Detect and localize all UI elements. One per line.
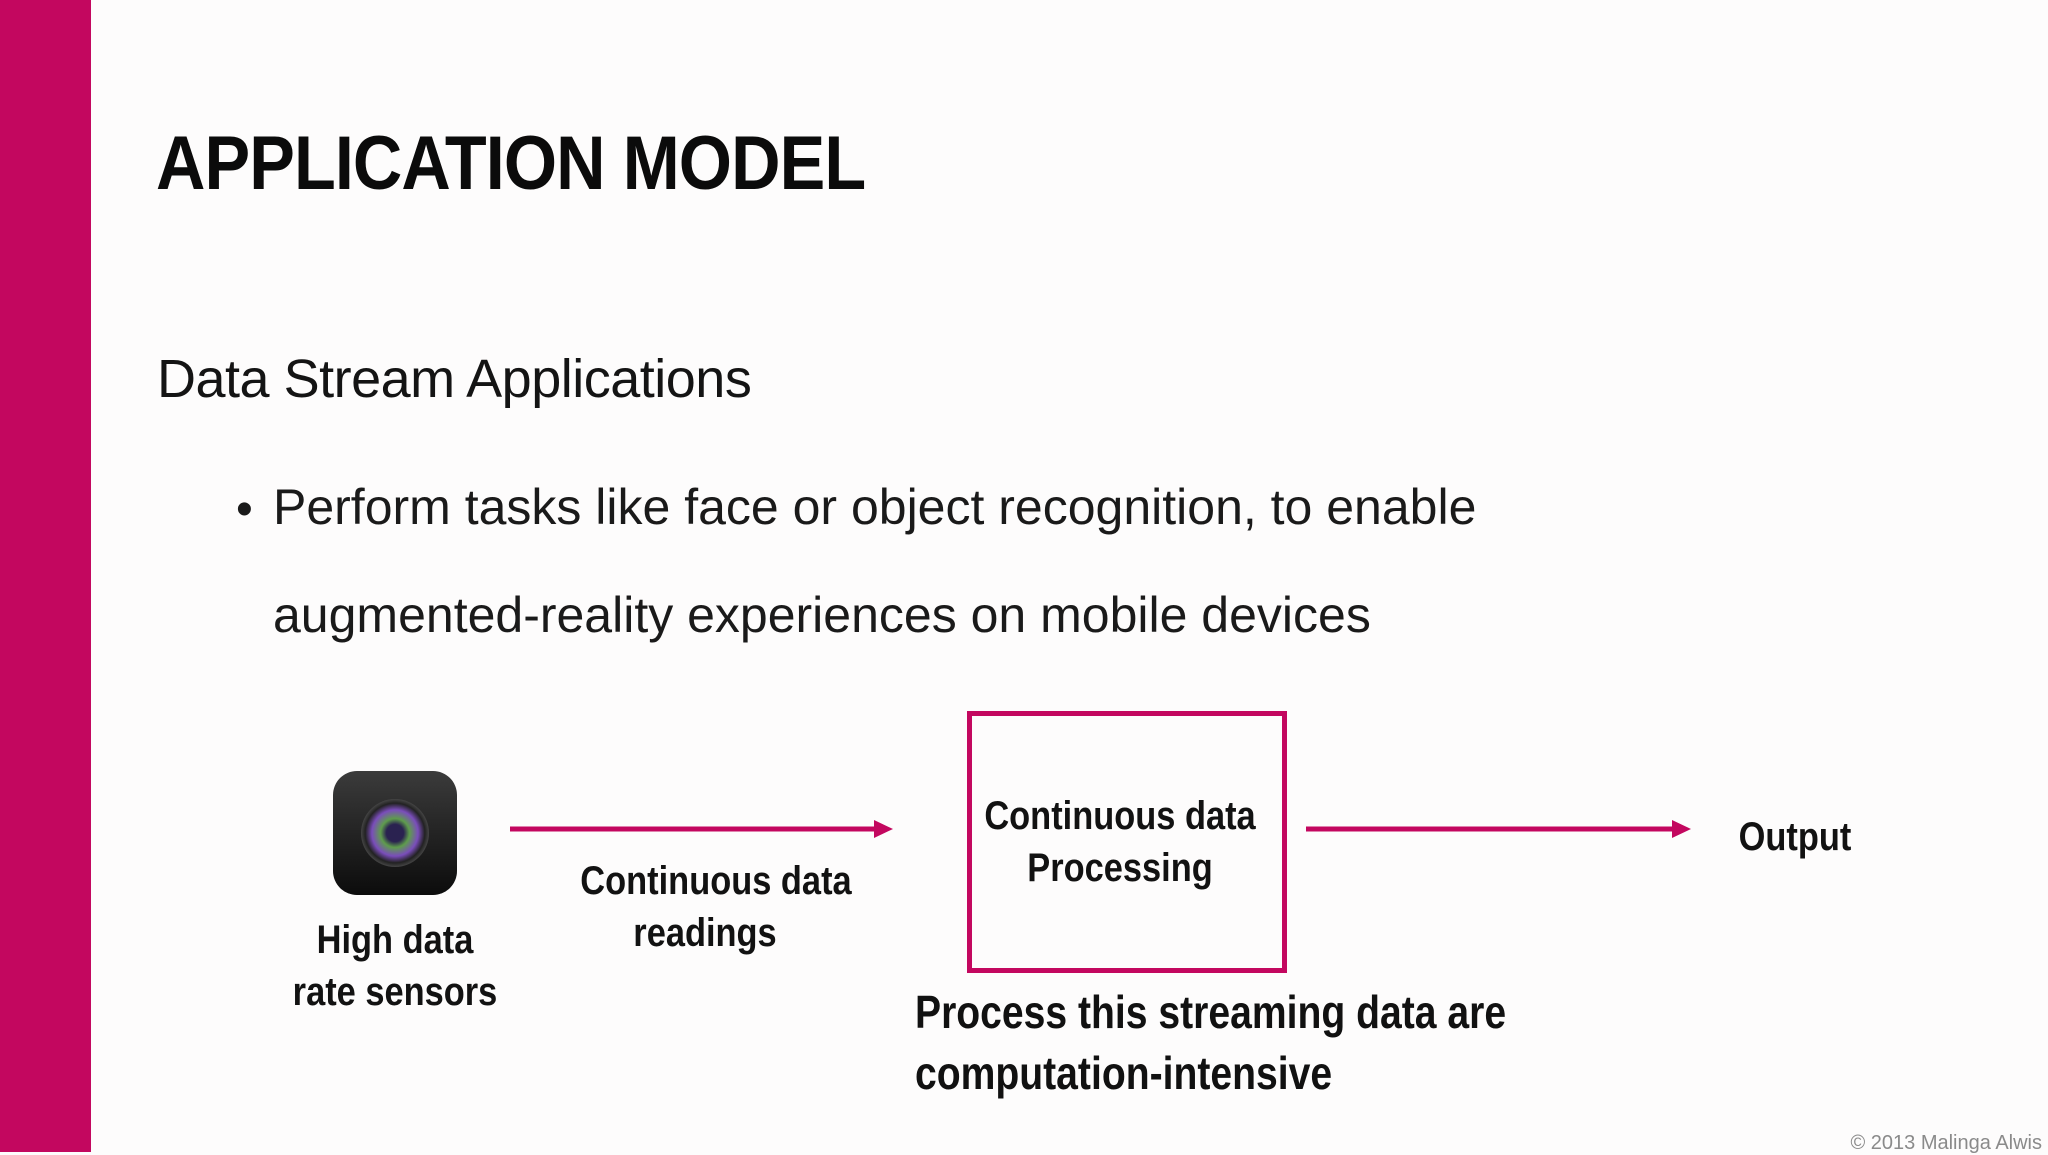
sensor-label-line-1: High data <box>316 918 474 962</box>
processing-label-line-2: Processing <box>1027 846 1213 890</box>
slide-subtitle: Data Stream Applications <box>157 349 752 409</box>
output-label: Output <box>1738 815 1852 859</box>
computation-note: Process this streaming data are computat… <box>915 982 1506 1104</box>
camera-icon <box>333 771 457 895</box>
bullet-marker: • <box>236 483 253 536</box>
bullet-text-line-2: augmented-reality experiences on mobile … <box>273 587 1371 643</box>
copyright-notice: © 2013 Malinga Alwis <box>1850 1132 2042 1154</box>
sensor-label: High data rate sensors <box>292 914 498 1018</box>
bullet-text-line-1: Perform tasks like face or object recogn… <box>273 479 1477 535</box>
processing-label: Continuous data Processing <box>982 790 1257 894</box>
readings-label-line-1: Continuous data <box>580 859 852 903</box>
processing-label-line-1: Continuous data <box>984 794 1256 838</box>
readings-label: Continuous data readings <box>580 855 852 959</box>
accent-side-bar <box>0 0 91 1152</box>
sensor-label-line-2: rate sensors <box>292 970 498 1014</box>
note-line-2: computation-intensive <box>915 1047 1333 1099</box>
processing-box <box>967 711 1287 973</box>
arrow-sensor-to-processing <box>510 820 893 838</box>
camera-lens <box>361 799 429 867</box>
slide-title: APPLICATION MODEL <box>156 121 866 206</box>
note-line-1: Process this streaming data are <box>915 986 1507 1038</box>
readings-label-line-2: readings <box>633 911 777 955</box>
arrow-processing-to-output <box>1306 820 1691 838</box>
